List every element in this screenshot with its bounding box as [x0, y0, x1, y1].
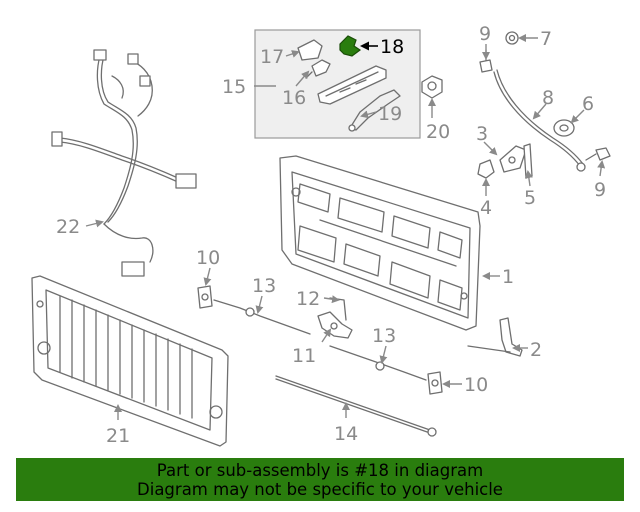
callout-14: 14: [334, 423, 358, 445]
callout-10-left: 10: [196, 247, 220, 269]
part-10-latch-right: [427, 371, 443, 395]
callout-17: 17: [260, 46, 284, 68]
callout-6: 6: [582, 93, 594, 115]
part-6-bushing: [553, 119, 575, 137]
callout-16: 16: [282, 87, 306, 109]
callout-19: 19: [378, 103, 402, 125]
callout-9-upper: 9: [479, 23, 491, 45]
part-9-bolt-lower: [585, 147, 611, 161]
part-22-wiring-harness: [51, 49, 197, 277]
callout-13-left: 13: [252, 275, 276, 297]
part-13-rod-left: [213, 299, 311, 335]
callout-2: 2: [530, 339, 542, 361]
info-banner: Part or sub-assembly is #18 in diagram D…: [16, 458, 624, 501]
part-19-rod: [348, 89, 401, 132]
part-11-handle-mech: [317, 311, 353, 339]
part-14-cable: [275, 375, 437, 437]
part-4-bumper: [477, 159, 495, 179]
callout-21: 21: [106, 425, 130, 447]
callout-15: 15: [222, 76, 246, 98]
callout-9-lower: 9: [594, 179, 606, 201]
callout-10-right: 10: [464, 374, 488, 396]
callout-1: 1: [502, 266, 514, 288]
part-21-outer-panel: [31, 275, 229, 447]
callout-8: 8: [542, 87, 554, 109]
banner-line-1: Part or sub-assembly is #18 in diagram: [156, 461, 484, 480]
callout-20: 20: [426, 121, 450, 143]
part-10-latch-left: [197, 285, 213, 309]
callout-12: 12: [296, 288, 320, 310]
part-13-rod-right: [329, 345, 427, 381]
part-1-inner-panel: [279, 155, 481, 331]
callout-4: 4: [480, 197, 492, 219]
part-17-clip: [297, 39, 323, 61]
part-2-hinge: [467, 317, 523, 357]
callout-11: 11: [292, 345, 316, 367]
callout-13-right: 13: [372, 325, 396, 347]
callout-3: 3: [476, 123, 488, 145]
handle-housing: [317, 65, 387, 105]
callout-22: 22: [56, 216, 80, 238]
part-3-striker: [499, 145, 527, 173]
callout-5: 5: [524, 187, 536, 209]
part-8-cable: [493, 69, 586, 172]
part-7-nut: [505, 31, 519, 45]
leader-lines: [85, 34, 606, 420]
callout-18-highlighted[interactable]: 18: [380, 36, 404, 58]
callout-7: 7: [540, 28, 552, 50]
part-20-switch: [421, 75, 443, 99]
banner-line-2: Diagram may not be specific to your vehi…: [137, 480, 503, 499]
